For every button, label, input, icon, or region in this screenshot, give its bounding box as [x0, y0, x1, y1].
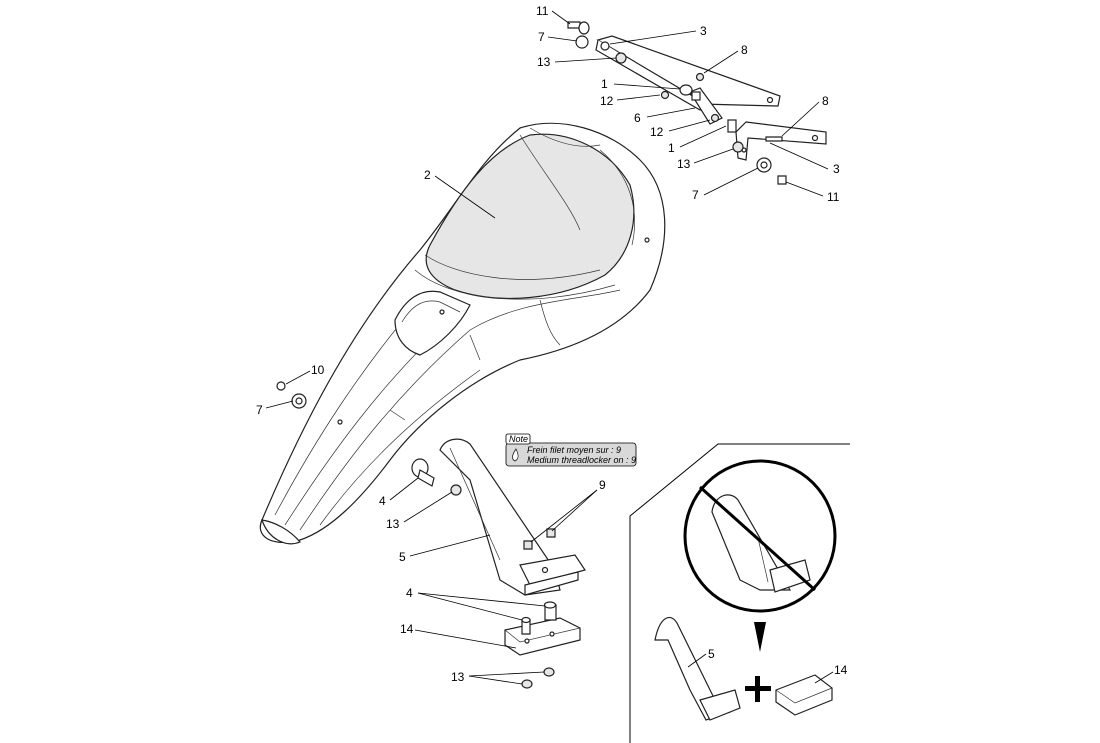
callout-1: 1: [668, 141, 675, 155]
nut-13a: [615, 52, 627, 64]
screw-11b: [777, 175, 787, 185]
note-line-fr: Frein filet moyen sur : 9: [527, 445, 621, 455]
nut-13c: [450, 484, 462, 496]
callout-12: 12: [650, 125, 664, 139]
callout-10: 10: [311, 363, 325, 377]
note-box: Note Frein filet moyen sur : 9 Medium th…: [505, 433, 637, 467]
callout-14: 14: [834, 663, 848, 677]
down-arrow-icon: [754, 622, 766, 652]
callout-6: 6: [634, 111, 641, 125]
leader-lines: [265, 10, 834, 685]
nut-12b: [710, 113, 720, 123]
spacer-4a: [411, 458, 435, 487]
nut-13b: [732, 141, 744, 153]
callout-7: 7: [692, 188, 699, 202]
callout-labels: 11 7 13 3 8 1 12 6 12 8 1 13 3 7 11 2 10…: [256, 4, 848, 684]
inset-part-5: [654, 616, 741, 721]
callout-14: 14: [400, 622, 414, 636]
callout-13: 13: [451, 670, 465, 684]
washer-1a: [679, 84, 693, 96]
callout-11: 11: [536, 4, 549, 18]
callout-8: 8: [822, 94, 829, 108]
callout-7: 7: [256, 403, 263, 417]
callout-13: 13: [677, 157, 691, 171]
note-tag: Note: [509, 434, 528, 444]
nuts-13d: [521, 667, 555, 689]
callout-13: 13: [386, 517, 400, 531]
support-arm-5: [439, 438, 586, 596]
callout-9: 9: [599, 478, 606, 492]
rear-seat-cover: [259, 122, 666, 545]
callout-5: 5: [399, 550, 406, 564]
callout-13: 13: [537, 55, 551, 69]
nut-12a: [660, 90, 670, 100]
inset-panel: [629, 443, 850, 743]
note-line-en: Medium threadlocker on : 9: [527, 455, 636, 465]
callout-12: 12: [600, 94, 614, 108]
callout-4: 4: [379, 494, 386, 508]
screw-10: [276, 381, 286, 391]
callout-4: 4: [406, 586, 413, 600]
plus-icon: [745, 676, 771, 702]
nut-8a: [695, 72, 705, 82]
spacer-parts: [679, 84, 737, 133]
inset-part-14: [775, 674, 833, 716]
screw-11a: [567, 21, 581, 29]
callout-7: 7: [538, 30, 545, 44]
threadlocker-drop-icon: [512, 448, 519, 462]
left-hardware: [276, 381, 307, 409]
upper-hardware: [567, 21, 787, 185]
washer-7a: [575, 35, 589, 49]
screws-9: [523, 528, 556, 550]
callout-5: 5: [708, 647, 715, 661]
callout-1: 1: [601, 77, 608, 91]
washer-1b: [727, 119, 737, 133]
bolt-8b: [765, 136, 783, 142]
callout-3: 3: [833, 162, 840, 176]
callout-8: 8: [741, 43, 748, 57]
callout-11: 11: [827, 190, 840, 204]
plate-14: [504, 601, 581, 656]
callout-2: 2: [424, 168, 431, 182]
prohibited-assembly-icon: [683, 459, 837, 613]
callout-3: 3: [700, 24, 707, 38]
